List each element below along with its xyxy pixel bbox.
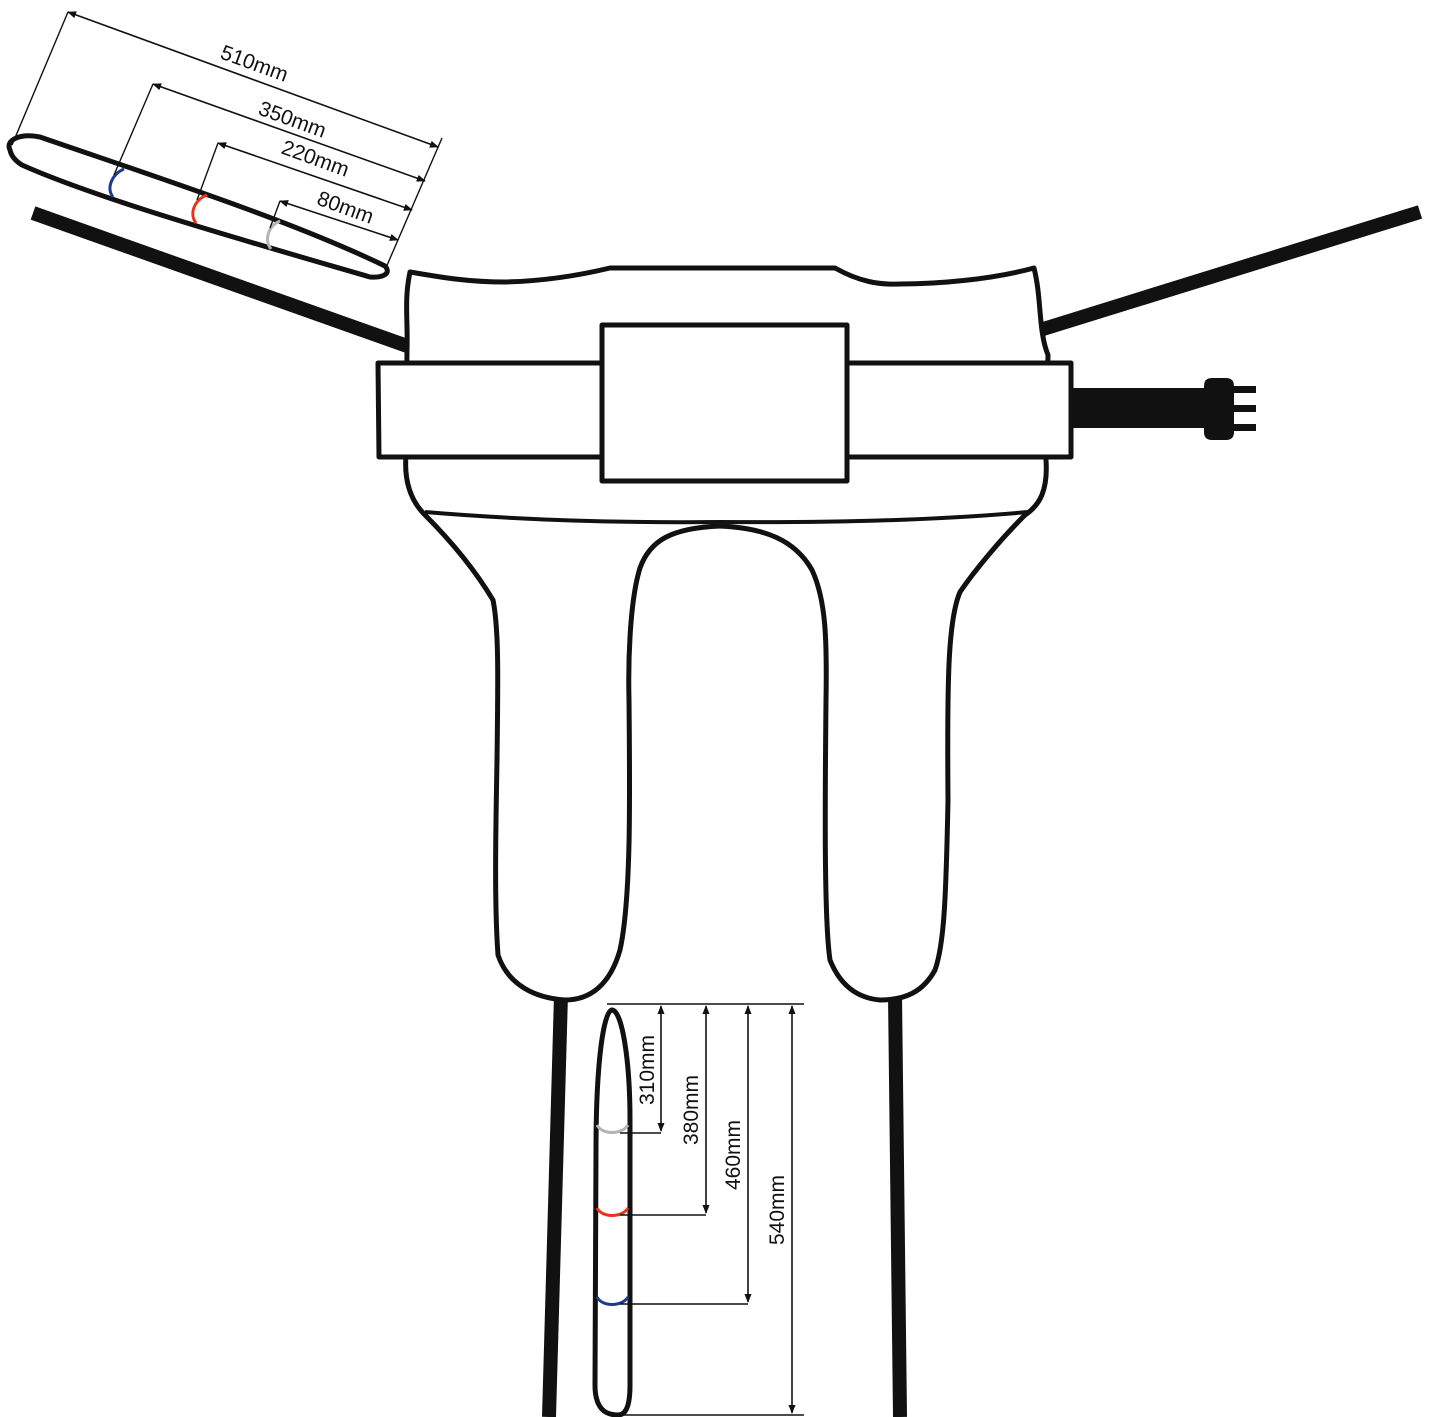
extension-line-510 [11,11,69,146]
shoulder-insert-outline [6,133,390,280]
extension-line-220 [196,142,219,201]
dimension-label-220: 220mm [278,136,352,182]
right-leg-strap [888,994,907,1417]
marker-red-leg [595,1207,630,1217]
dimension-label-310: 310mm [636,1035,659,1105]
marker-grey-leg [595,1124,630,1134]
marker-blue-top [108,167,125,198]
dimension-label-380: 380mm [680,1075,703,1145]
dimension-label-460: 460mm [722,1120,745,1190]
dimension-label-540: 540mm [766,1175,789,1245]
dimension-line-510 [67,11,439,148]
extension-line-right-510 [384,137,443,271]
shoulder-insert-detail [6,133,390,280]
leg-dimensions: 310mm 380mm 460mm 540mm [607,1003,804,1416]
right-shoulder-strap [1037,205,1423,337]
extension-line-350 [113,83,154,176]
left-leg-strap [542,994,568,1417]
control-box [599,322,850,484]
marker-grey-top [266,219,281,250]
waist-seam [424,510,1029,525]
leg-insert-detail [592,1007,633,1417]
marker-blue-leg [595,1296,630,1306]
dimension-line-350 [152,83,426,182]
dimension-line-220 [217,142,413,211]
dimension-line-80 [279,200,399,241]
power-plug-icon [1204,378,1256,440]
left-shoulder-strap [30,206,413,354]
marker-red-top [191,193,208,224]
